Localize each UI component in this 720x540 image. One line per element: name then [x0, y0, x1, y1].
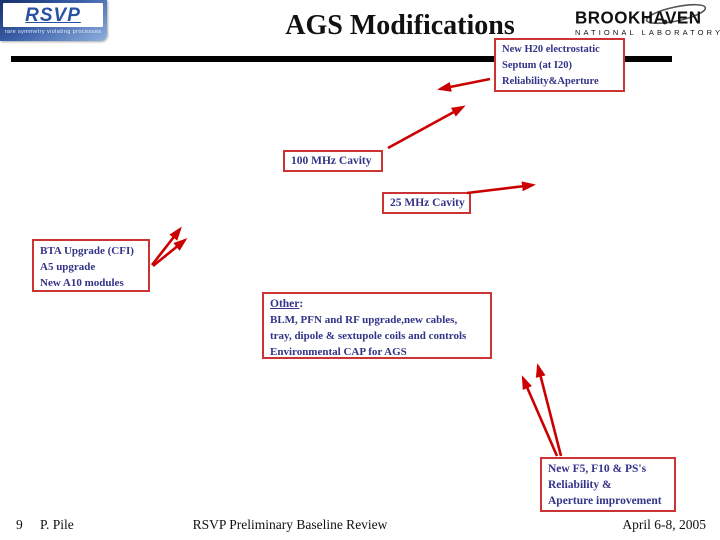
- callout-25mhz-cavity: 25 MHz Cavity: [382, 192, 471, 214]
- callout-line: New H20 electrostatic: [502, 44, 600, 55]
- rsvp-logo-word: RSVP: [25, 4, 81, 26]
- other-label: Other: [270, 298, 300, 310]
- footer-review-title: RSVP Preliminary Baseline Review: [192, 517, 388, 532]
- pointer-arrow: [437, 77, 491, 92]
- callout-f5-f10: New F5, F10 & PS's Reliability & Apertur…: [540, 457, 676, 512]
- callout-line: Aperture improvement: [548, 495, 662, 507]
- brookhaven-logo-name: BROOKHAVEN: [575, 7, 702, 28]
- footer-date: April 6-8, 2005: [622, 517, 706, 532]
- title-rule: [11, 56, 672, 62]
- callout-line: BTA Upgrade (CFI): [40, 245, 134, 257]
- other-label-colon: :: [299, 298, 304, 310]
- pointer-arrow: [466, 181, 536, 195]
- callout-line: 25 MHz Cavity: [390, 197, 465, 209]
- pointer-arrow: [535, 363, 563, 457]
- callout-line: Environmental CAP for AGS: [270, 346, 407, 358]
- footer-author: P. Pile: [40, 517, 74, 532]
- pointer-arrow: [152, 238, 188, 268]
- rsvp-logo-inner: RSVP: [3, 3, 103, 27]
- callout-line: tray, dipole & sextupole coils and contr…: [270, 330, 467, 342]
- callout-bta-upgrade: BTA Upgrade (CFI) A5 upgrade New A10 mod…: [32, 239, 150, 292]
- callout-h20-septum: New H20 electrostatic Septum (at I20) Re…: [494, 38, 625, 92]
- pointer-arrow: [387, 105, 466, 150]
- rsvp-logo-tagline: rare symmetry violating processes: [4, 29, 102, 35]
- brookhaven-logo-subtitle: NATIONAL LABORATORY: [575, 28, 720, 37]
- callout-line: A5 upgrade: [40, 261, 96, 273]
- callout-line: BLM, PFN and RF upgrade,new cables,: [270, 314, 458, 326]
- callout-line: Reliability&Aperture: [502, 76, 599, 87]
- callout-other-upgrades: Other: BLM, PFN and RF upgrade,new cable…: [262, 292, 492, 359]
- footer-page-number: 9: [16, 517, 23, 532]
- callout-line: 100 MHz Cavity: [291, 155, 372, 167]
- callout-line: Reliability &: [548, 479, 612, 491]
- callout-line: Other:: [270, 296, 484, 312]
- callout-line: New A10 modules: [40, 277, 124, 289]
- callout-100mhz-cavity: 100 MHz Cavity: [283, 150, 383, 172]
- callout-line: New F5, F10 & PS's: [548, 463, 647, 475]
- brookhaven-logo: BROOKHAVEN NATIONAL LABORATORY: [575, 3, 720, 37]
- rsvp-logo: RSVP rare symmetry violating processes: [0, 0, 107, 41]
- pointer-arrow: [150, 226, 182, 266]
- callout-line: Septum (at I20): [502, 60, 572, 71]
- pointer-arrow: [521, 375, 559, 457]
- slide-title: AGS Modifications: [285, 10, 515, 41]
- atom-orbit-icon: [645, 3, 707, 25]
